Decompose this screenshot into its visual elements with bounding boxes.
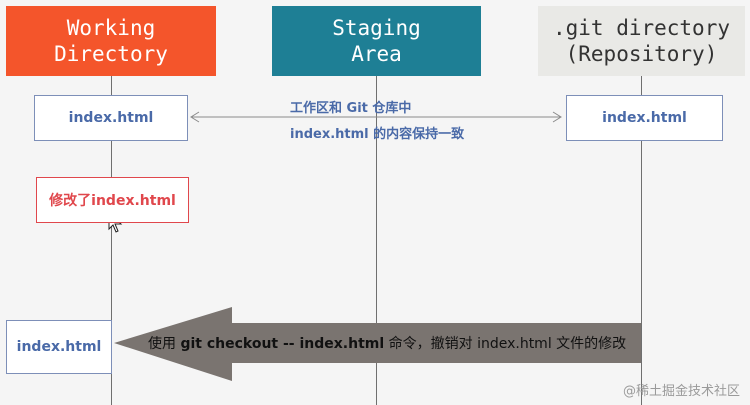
watermark: @稀土掘金技术社区	[622, 384, 740, 399]
sync-arrow-right-head	[552, 111, 562, 123]
repo-file-box: index.html	[566, 95, 723, 141]
working-lane-line	[111, 76, 112, 405]
staging-lane-line	[376, 76, 377, 405]
sync-note-line1: 工作区和 Git 仓库中	[290, 101, 412, 116]
repository-header: .git directory (Repository)	[538, 6, 745, 76]
checkout-arrow-label: 使用 git checkout -- index.html 命令，撤销对 ind…	[148, 333, 626, 353]
working-directory-header: Working Directory	[6, 6, 216, 76]
arrow-text-pre: 使用	[148, 336, 181, 352]
sync-note-line2: index.html 的内容保持一致	[290, 127, 465, 142]
restored-file-box: index.html	[6, 320, 112, 374]
checkout-big-arrow	[114, 307, 641, 381]
arrow-text-post: 命令，撤销对 index.html 文件的修改	[384, 336, 627, 352]
checkout-command: git checkout -- index.html	[180, 336, 385, 352]
staging-area-header: Staging Area	[272, 6, 481, 76]
sync-arrow-left-head	[190, 111, 200, 123]
modified-file-box: 修改了index.html	[36, 177, 189, 223]
repo-lane-line	[641, 76, 642, 405]
working-file-box: index.html	[34, 95, 188, 141]
